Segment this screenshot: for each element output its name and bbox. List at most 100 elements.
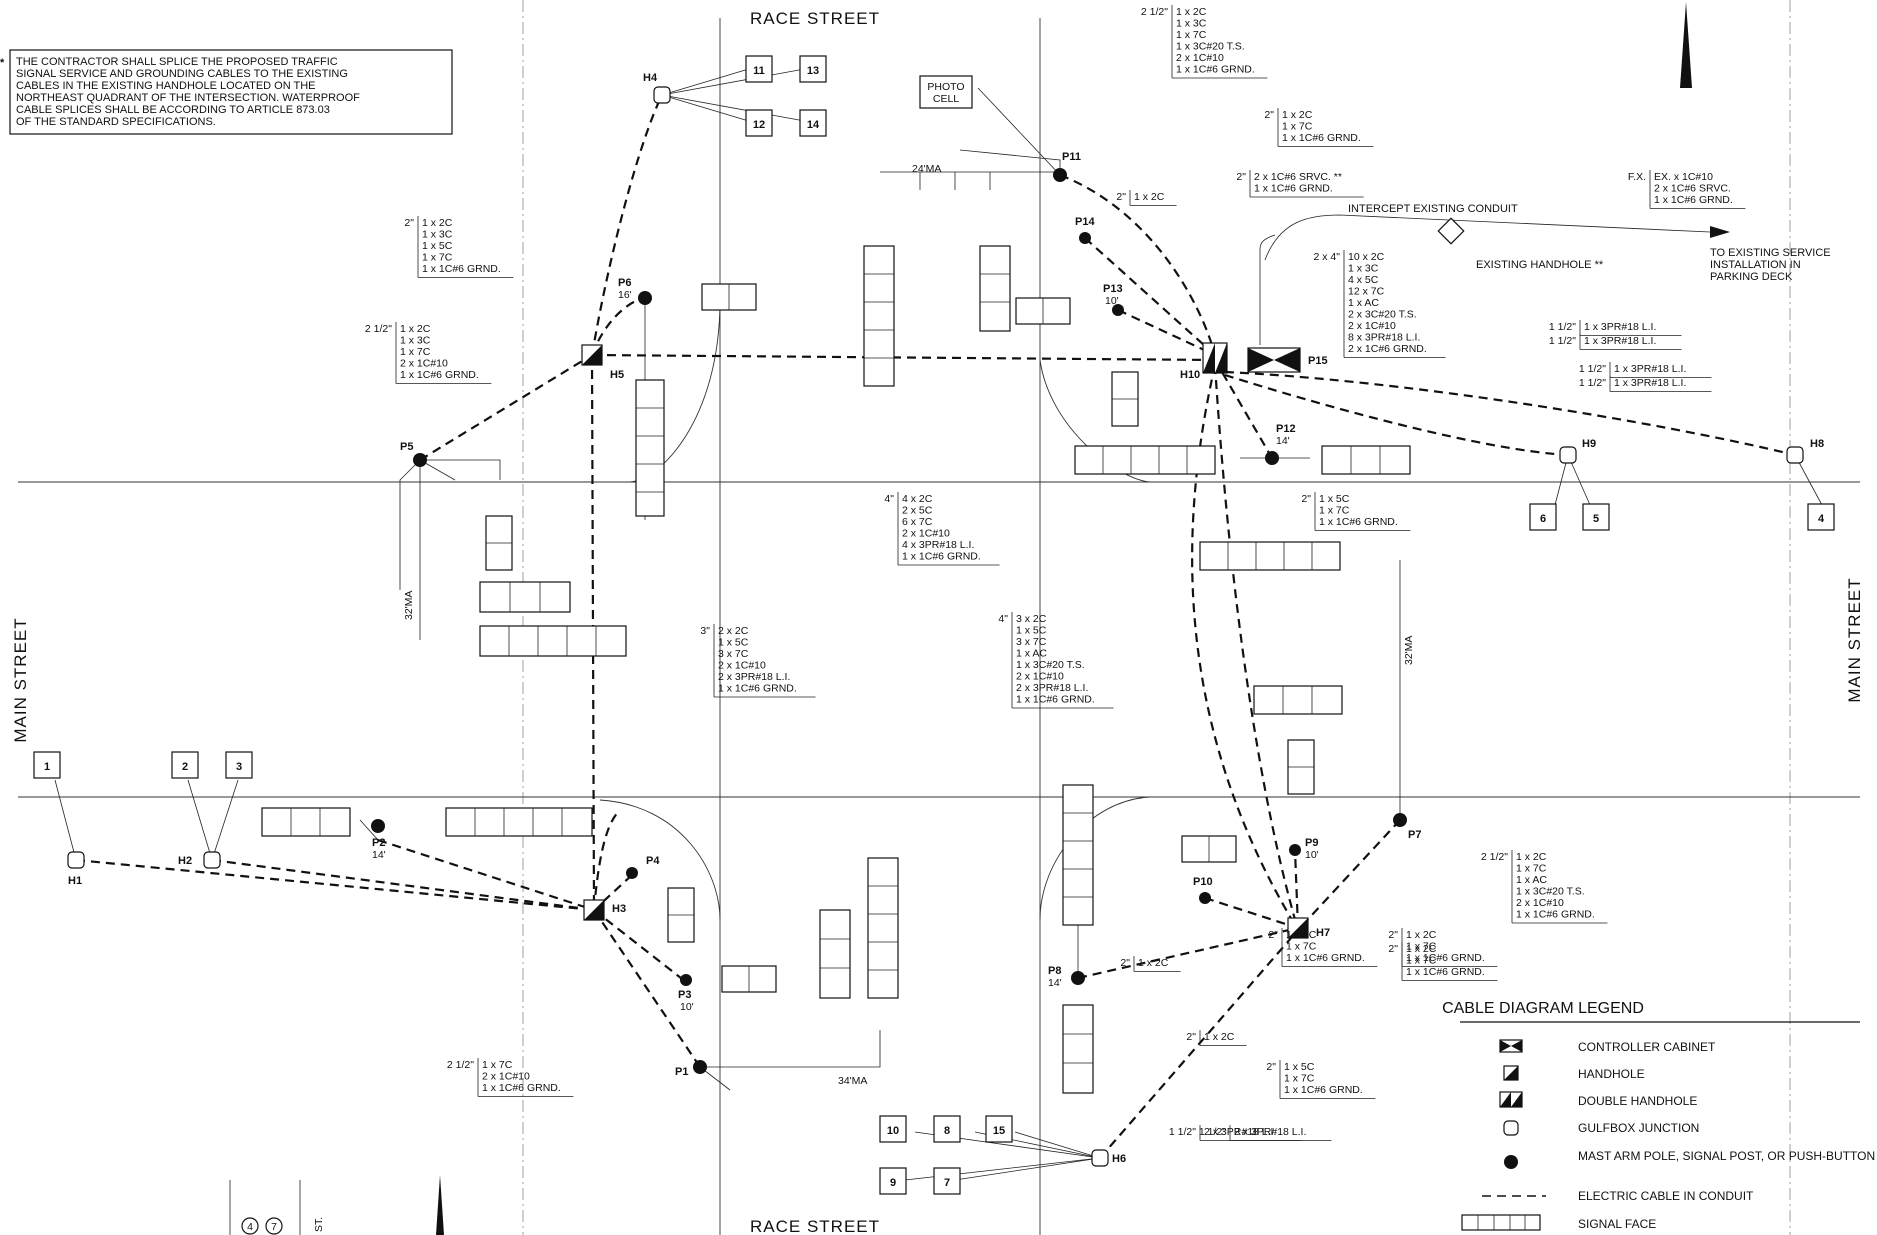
cable-spec-line: 1 x AC bbox=[1016, 648, 1047, 660]
note-line: NORTHEAST QUADRANT OF THE INTERSECTION. … bbox=[16, 92, 360, 104]
cable-spec-line: 1 x 5C bbox=[718, 637, 749, 649]
pole-p1: P1 bbox=[675, 1060, 707, 1078]
label-p14: P14 bbox=[1075, 216, 1095, 228]
conduit-size-label: 2 x 4" bbox=[1314, 251, 1341, 263]
cable-spec-line: 1 x 3C#20 T.S. bbox=[1016, 659, 1085, 671]
cable-spec-line: 2 x 1C#10 bbox=[1348, 320, 1396, 332]
conduit-size-label: 4" bbox=[884, 493, 894, 505]
pole-p4: P4 bbox=[626, 855, 660, 879]
height-p9: 10' bbox=[1305, 849, 1319, 861]
pole-icon bbox=[1504, 1155, 1518, 1169]
controller-cabinet-icon bbox=[1499, 1039, 1523, 1053]
signal-head-icon bbox=[979, 245, 1011, 332]
cable-spec-line: 1 x 2C bbox=[1406, 943, 1437, 955]
legend-item-label: ELECTRIC CABLE IN CONDUIT bbox=[1578, 1189, 1754, 1203]
loop-box-label: 11 bbox=[753, 65, 765, 77]
conduit-size-label: 2" bbox=[404, 217, 414, 229]
cable-callout: 2"1 x 2C bbox=[1186, 1030, 1247, 1046]
cable-h3-p1 bbox=[593, 909, 701, 1068]
cable-spec-line: 2 x 1C#10 bbox=[1016, 671, 1064, 683]
label-h5: H5 bbox=[610, 369, 624, 381]
pole-p14: P14 bbox=[1075, 216, 1095, 244]
service-note: TO EXISTING SERVICE bbox=[1710, 247, 1831, 259]
street-label-race-bottom: RACE STREET bbox=[750, 1217, 880, 1235]
note-line: SIGNAL SERVICE AND GROUNDING CABLES TO T… bbox=[16, 68, 348, 80]
legend-item-label: HANDHOLE bbox=[1578, 1067, 1645, 1081]
conduit-size-label: 2" bbox=[1388, 943, 1398, 955]
cable-callout: 2"2 x 1C#6 SRVC. **1 x 1C#6 GRND. bbox=[1236, 170, 1364, 198]
cable-spec-line: 1 x AC bbox=[1516, 874, 1547, 886]
legend-item-label: MAST ARM POLE, SIGNAL POST, OR PUSH-BUTT… bbox=[1578, 1149, 1877, 1163]
conduit-size-label: 2 1/2" bbox=[365, 323, 392, 335]
cable-p13-h10 bbox=[1117, 309, 1216, 356]
cable-spec-line: 2 x 1C#10 bbox=[1516, 897, 1564, 909]
north-arrow-icon bbox=[436, 1175, 444, 1235]
cable-p11-h10 bbox=[1059, 173, 1217, 356]
signal-head-icon bbox=[1074, 445, 1216, 475]
mast-arm-label: 34'MA bbox=[838, 1075, 867, 1087]
label-h2: H2 bbox=[178, 855, 192, 867]
cable-callout: 2 1/2"1 x 2C1 x 7C1 x AC1 x 3C#20 T.S.2 … bbox=[1481, 850, 1608, 924]
cable-spec-line: 10 x 2C bbox=[1348, 251, 1385, 263]
cable-callout: 2"1 x 2C1 x 7C1 x 1C#6 GRND. bbox=[1264, 108, 1374, 147]
cable-spec-line: 1 x 2C bbox=[422, 217, 453, 229]
cable-spec-line: 1 x 2C bbox=[1516, 851, 1547, 863]
cable-spec-line: 2 x 1C#10 bbox=[1176, 52, 1224, 64]
pedestrian-signal-icon bbox=[1015, 297, 1071, 325]
cable-callout: 2"1 x 2C1 x 3C1 x 5C1 x 7C1 x 1C#6 GRND. bbox=[404, 216, 514, 278]
cable-spec-line: 1 x 7C bbox=[1286, 941, 1317, 953]
intercept-note: INTERCEPT EXISTING CONDUIT bbox=[1348, 203, 1518, 215]
label-p7: P7 bbox=[1408, 829, 1421, 841]
loop-box-label: 5 bbox=[1593, 513, 1599, 525]
conduit-size-label: 2 1/2" bbox=[1141, 6, 1168, 18]
cable-h2-h3 bbox=[211, 858, 595, 912]
cable-spec-line: 1 x 5C bbox=[1016, 625, 1047, 637]
cable-runs bbox=[75, 94, 1796, 1159]
loop-box-label: 1 bbox=[44, 761, 50, 773]
conduit-size-label: 1 1/2" bbox=[1199, 1126, 1226, 1138]
cable-spec-line: 1 x 7C bbox=[1406, 941, 1437, 953]
cable-h10-h7 bbox=[1191, 364, 1299, 931]
handhole-h7: H7 bbox=[1287, 917, 1330, 939]
cable-callout: 2 1/2"1 x 2C1 x 3C1 x 7C2 x 1C#101 x 1C#… bbox=[365, 322, 492, 384]
street-label-main-left: MAIN STREET bbox=[11, 617, 30, 742]
service-note: PARKING DECK bbox=[1710, 271, 1793, 283]
signal-head-icon bbox=[1321, 445, 1411, 475]
cable-spec-line: 2 x 1C#10 bbox=[400, 358, 448, 370]
loop-box-label: 14 bbox=[807, 119, 820, 131]
cable-h7-p9 bbox=[1293, 849, 1300, 929]
partial-label: 4 bbox=[247, 1221, 253, 1233]
loop-box-label: 12 bbox=[753, 119, 765, 131]
mast-arm-label: 32'MA bbox=[1403, 636, 1415, 665]
loop-box-label: 6 bbox=[1540, 513, 1546, 525]
label-p3: P3 bbox=[678, 989, 691, 1001]
loop-box-label: 8 bbox=[944, 1125, 950, 1137]
cable-callout: 2"1 x 2C1 x 7C1 x 1C#6 GRND. bbox=[1388, 928, 1498, 967]
label-p2: P2 bbox=[372, 837, 385, 849]
conduit-size-label: 2" bbox=[1264, 109, 1274, 121]
legend-item-label: CONTROLLER CABINET bbox=[1578, 1040, 1716, 1054]
cable-spec-line: 1 x 3C#20 T.S. bbox=[1516, 886, 1585, 898]
cable-spec-line: 1 x 7C bbox=[482, 1059, 513, 1071]
gulfbox-h2: H2 bbox=[178, 851, 221, 869]
conduit-size-label: 2" bbox=[1301, 493, 1311, 505]
cable-spec-line: 1 x 3C bbox=[1176, 18, 1207, 30]
cable-spec-line: 1 x 5C bbox=[422, 240, 453, 252]
cable-spec-line: 1 x 2C bbox=[1204, 1031, 1235, 1043]
pedestrian-signal-icon bbox=[1181, 835, 1237, 863]
cable-spec-line: 2 x 3PR#18 L.I. bbox=[1204, 1126, 1276, 1138]
loop-box-label: 3 bbox=[236, 761, 242, 773]
cable-p4-h3 bbox=[593, 874, 633, 911]
pole-p7: P7 bbox=[1393, 813, 1421, 841]
signal-head-icon bbox=[1062, 784, 1094, 926]
cable-spec-line: 1 x 3C bbox=[1348, 263, 1379, 275]
cable-spec-line: 1 x 5C bbox=[1286, 929, 1317, 941]
cable-spec-line: 4 x 2C bbox=[902, 493, 933, 505]
cable-h3-p4b bbox=[592, 809, 621, 911]
label-p12: P12 bbox=[1276, 423, 1296, 435]
cable-spec-line: 1 x 7C bbox=[1406, 955, 1437, 967]
cable-spec-line: 1 x 7C bbox=[400, 346, 431, 358]
cable-spec-line: 8 x 3PR#18 L.I. bbox=[1348, 332, 1420, 344]
